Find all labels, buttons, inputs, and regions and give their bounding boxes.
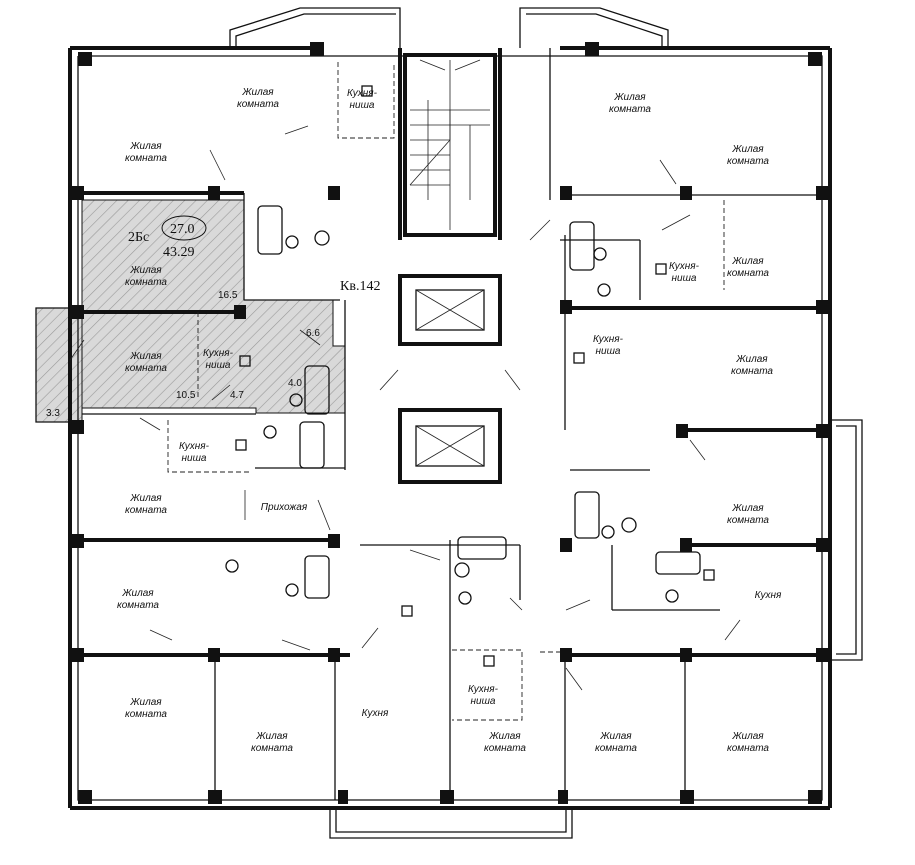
living-room-label: Жилая (488, 731, 521, 742)
hallway-label: Прихожая (261, 502, 308, 513)
kitchen-niche-label: Кухня- (179, 441, 210, 452)
living-room-label: Жилая (241, 87, 274, 98)
living-room-label: Жилая (129, 493, 162, 504)
bath-fixtures (225, 85, 715, 667)
stair-core (403, 53, 497, 237)
kitchen-niche-outlines (167, 62, 725, 721)
area-kitchen: 4.7 (230, 390, 244, 401)
kitchen-label: Кухня (755, 590, 782, 601)
living-room-label: Жилая (613, 92, 646, 103)
living-room-label: Жилая (731, 503, 764, 514)
living-room-label: Жилая (731, 256, 764, 267)
living-room-label: комната (251, 743, 293, 754)
living-room-label: комната (727, 743, 769, 754)
interior-walls (82, 48, 822, 800)
living-room-label: Жилая (129, 265, 162, 276)
living-room-label: Жилая (129, 351, 162, 362)
living-room-label: Жилая (129, 141, 162, 152)
total-area: 43.29 (163, 245, 195, 260)
living-room-label: Жилая (129, 697, 162, 708)
living-room-label: комната (727, 268, 769, 279)
door-swings (69, 59, 741, 691)
living-area: 27.0 (170, 222, 195, 237)
area-balcony: 3.3 (46, 408, 60, 419)
living-room-label: комната (237, 99, 279, 110)
living-room-label: комната (727, 156, 769, 167)
kitchen-niche-label: Кухня- (593, 334, 624, 345)
area-bath: 4.0 (288, 378, 302, 389)
kitchen-label: Кухня (362, 708, 389, 719)
living-room-label: комната (125, 505, 167, 516)
kitchen-niche-label: Кухня- (347, 88, 378, 99)
living-room-label: комната (595, 743, 637, 754)
kitchen-niche-label: ниша (596, 346, 621, 357)
kitchen-niche-label: Кухня- (203, 348, 234, 359)
building-outline (35, 7, 863, 839)
living-room-label: Жилая (255, 731, 288, 742)
kitchen-niche-label: ниша (672, 273, 697, 284)
area-room1: 16.5 (218, 290, 238, 301)
area-hall: 6.6 (306, 328, 320, 339)
apartment-number: Кв.142 (340, 279, 380, 294)
living-area-circle (161, 215, 207, 241)
living-room-label: комната (125, 153, 167, 164)
apartment-142-labels: 2Бс 27.0 43.29 Кв.142 16.5 10.5 4.7 6.6 … (46, 215, 380, 419)
elevator-1 (398, 274, 502, 346)
kitchen-niche-label: ниша (182, 453, 207, 464)
kitchen-niche-label: Кухня- (669, 261, 700, 272)
kitchen-niche-label: ниша (350, 100, 375, 111)
living-room-label: комната (484, 743, 526, 754)
kitchen-niche-label: Кухня- (468, 684, 499, 695)
living-room-label: Жилая (731, 144, 764, 155)
living-room-label: комната (125, 277, 167, 288)
room-labels: Жилая комната Жилая комната Жилая комнат… (117, 87, 782, 754)
living-room-label: Жилая (599, 731, 632, 742)
living-room-label: Жилая (121, 588, 154, 599)
living-room-label: Жилая (735, 354, 768, 365)
kitchen-niche-label: ниша (206, 360, 231, 371)
structural-columns (72, 42, 828, 804)
living-room-label: комната (125, 363, 167, 374)
living-room-label: комната (731, 366, 773, 377)
area-room2: 10.5 (176, 390, 196, 401)
living-room-label: комната (727, 515, 769, 526)
living-room-label: комната (117, 600, 159, 611)
living-room-label: комната (609, 104, 651, 115)
living-room-label: Жилая (731, 731, 764, 742)
kitchen-niche-label: ниша (471, 696, 496, 707)
elevator-2 (398, 408, 502, 484)
living-room-label: комната (125, 709, 167, 720)
apartment-type: 2Бс (128, 230, 149, 245)
